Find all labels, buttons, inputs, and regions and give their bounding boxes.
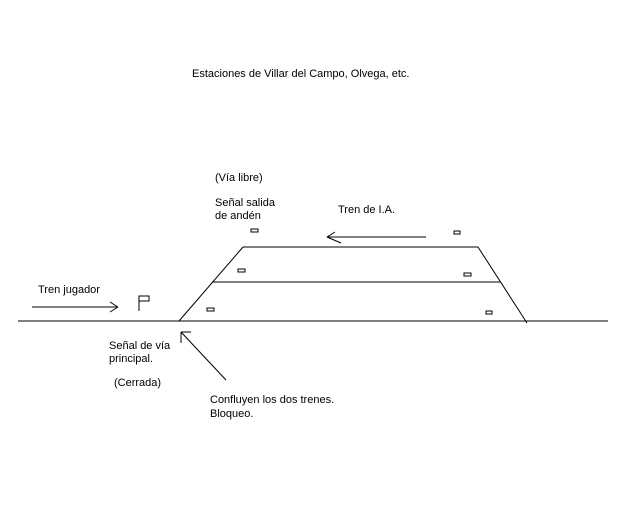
ai-train-label: Tren de I.A. bbox=[338, 204, 396, 216]
diagram-title: Estaciones de Villar del Campo, Olvega, … bbox=[192, 68, 410, 80]
via-libre-label: (Vía libre) bbox=[215, 172, 263, 184]
closed-status-label: (Cerrada) bbox=[114, 377, 162, 389]
confluence-label-line1: Confluyen los dos trenes. bbox=[210, 394, 335, 406]
signal-icon bbox=[206, 307, 215, 312]
ai-train-arrow-icon bbox=[326, 231, 426, 244]
signal-icon bbox=[463, 272, 472, 277]
left-siding-ramp bbox=[178, 246, 244, 322]
main-line-signal-flag-icon bbox=[138, 295, 150, 311]
signal-icon bbox=[485, 310, 493, 315]
player-train-label: Tren jugador bbox=[38, 284, 100, 296]
confluence-arrow-icon bbox=[180, 331, 227, 381]
player-train-arrow-icon bbox=[32, 301, 119, 313]
confluence-label-line2: Bloqueo. bbox=[210, 408, 254, 420]
platform-exit-signal-label-line1: Señal salida bbox=[215, 197, 275, 209]
main-line-signal-label-line2: principal. bbox=[109, 353, 154, 365]
signal-icon bbox=[453, 230, 461, 235]
platform-exit-signal-label-line2: de andén bbox=[215, 210, 261, 222]
platform-exit-signal-icon bbox=[250, 228, 259, 233]
right-siding-ramp bbox=[477, 246, 528, 324]
signal-icon bbox=[237, 268, 246, 273]
main-line-signal-label-line1: Señal de vía bbox=[109, 340, 171, 352]
